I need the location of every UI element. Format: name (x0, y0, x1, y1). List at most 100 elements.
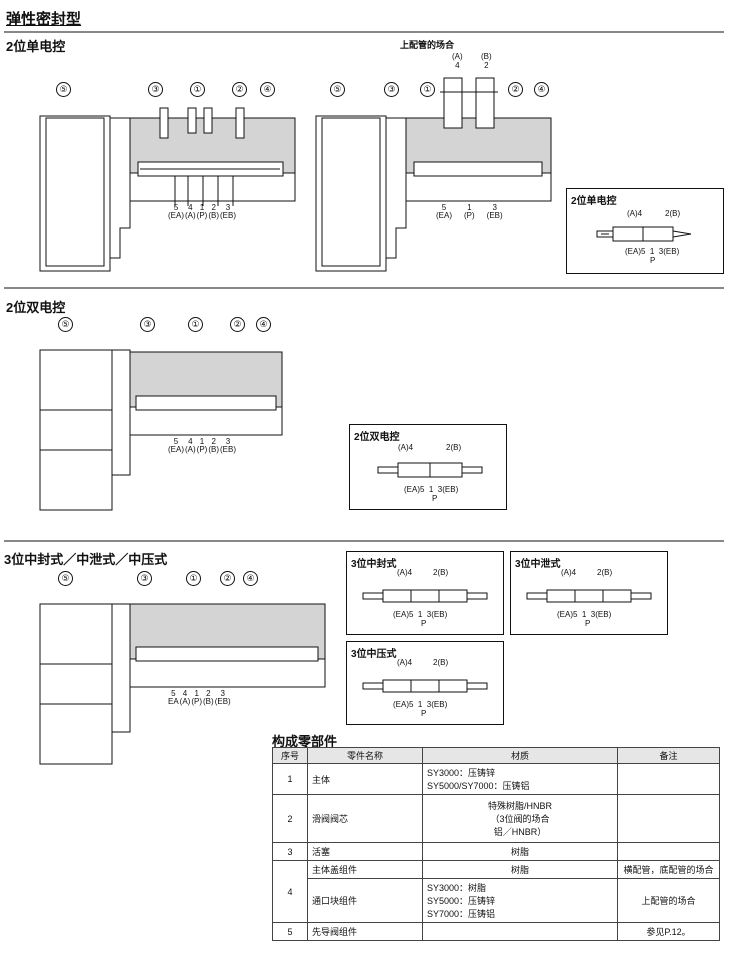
row-note (617, 842, 720, 861)
callout-3: ③ (148, 82, 163, 97)
symbol-p: P (650, 256, 656, 265)
symbol-double-title: 2位双电控 (354, 432, 400, 443)
symbol-pressure-title: 3位中压式 (351, 649, 397, 660)
symbol-closed-a: (A)4 (397, 568, 413, 577)
row-name: 活塞 (307, 842, 423, 861)
col-name: 零件名称 (307, 747, 423, 764)
table-row: 3 活塞 树脂 (272, 842, 720, 861)
callout-4b: ④ (534, 82, 549, 97)
symbol-closed-bottom: (EA)5 1 3(EB) (393, 610, 448, 619)
section-double-title: 2位双电控 (6, 300, 66, 315)
symbol-pressure-b: 2(B) (433, 658, 449, 667)
callout-2b: ② (508, 82, 523, 97)
symbol-pressure-box: 3位中压式 (A)4 2(B) (EA)5 1 3(EB) P (346, 641, 504, 725)
double-port-labels: 5 (EA) 4 (A) 1 (P) 2 (B) 3 (EB) (168, 437, 237, 454)
callout-5: ⑤ (56, 82, 71, 97)
symbol-pressure-p: P (421, 709, 427, 718)
row-no: 5 (272, 922, 308, 941)
symbol-double-b: 2(B) (446, 443, 462, 452)
port-b-top-label: (B)2 (481, 52, 492, 70)
table-row: 4 主体盖组件 树脂 横配管，底配管的场合 (272, 860, 720, 923)
symbol-exhaust-a: (A)4 (561, 568, 577, 577)
symbol-exhaust-b: 2(B) (597, 568, 613, 577)
symbol-bottom-ports: (EA)5 1 3(EB) (625, 247, 680, 256)
callout-4d: ④ (243, 571, 258, 586)
symbol-single-title: 2位单电控 (571, 196, 617, 207)
symbol-pressure-bottom: (EA)5 1 3(EB) (393, 700, 448, 709)
symbol-closed-box: 3位中封式 (A)4 2(B) (EA)5 1 3(EB) P (346, 551, 504, 635)
row-note: 参见P.12。 (617, 922, 720, 941)
symbol-pressure-drawing (362, 679, 488, 693)
row-note (617, 794, 720, 843)
symbol-exhaust-bottom: (EA)5 1 3(EB) (557, 610, 612, 619)
symbol-b-port: 2(B) (665, 209, 681, 218)
callout-1c: ① (188, 317, 203, 332)
top-piping-note: 上配管的场合 (400, 40, 455, 50)
callout-1d: ① (186, 571, 201, 586)
single-right-port-labels: 5 (EA) 1 (P) 3 (EB) (436, 203, 503, 220)
callout-2d: ② (220, 571, 235, 586)
row-no: 2 (272, 794, 308, 843)
valve-single-top-piping (315, 77, 552, 272)
col-material: 材质 (422, 747, 618, 764)
section-single-title: 2位单电控 (6, 39, 66, 54)
callout-4c: ④ (256, 317, 271, 332)
row-no: 1 (272, 763, 308, 795)
row-material: 树脂 (422, 860, 618, 879)
row-name: 先导阀组件 (307, 922, 423, 941)
page-title: 弹性密封型 (6, 11, 82, 28)
callout-3b: ③ (384, 82, 399, 97)
symbol-exhaust-title: 3位中泄式 (515, 559, 561, 570)
callout-4: ④ (260, 82, 275, 97)
row-note: 上配管的场合 (617, 878, 720, 923)
valve-double-section (39, 349, 283, 511)
symbol-closed-b: 2(B) (433, 568, 449, 577)
rule-3 (4, 540, 724, 542)
symbol-pressure-a: (A)4 (397, 658, 413, 667)
port-a-top-label: (A)4 (452, 52, 463, 70)
symbol-double-drawing (377, 462, 483, 478)
table-row: 2 滑阀阀芯 特殊树脂/HNBR（3位阀的场合铝／HNBR） (272, 794, 720, 843)
symbol-double-box: 2位双电控 (A)4 2(B) (EA)5 1 3(EB) P (349, 424, 507, 510)
row-name: 通口块组件 (307, 878, 423, 923)
symbol-exhaust-box: 3位中泄式 (A)4 2(B) (EA)5 1 3(EB) P (510, 551, 668, 635)
symbol-double-p: P (432, 494, 438, 503)
symbol-exhaust-p: P (585, 619, 591, 628)
row-no: 3 (272, 842, 308, 861)
symbol-exhaust-drawing (526, 589, 652, 603)
symbol-a-port: (A)4 (627, 209, 643, 218)
col-note: 备注 (617, 747, 720, 764)
symbol-single-box: 2位单电控 (A)4 2(B) (EA)5 1 3(EB) P (566, 188, 724, 274)
row-material (422, 922, 618, 941)
valve-three-section (39, 603, 326, 765)
single-left-port-labels: 5 (EA) 4 (A) 1 (P) 2 (B) 3 (EB) (168, 203, 237, 220)
row-name: 主体 (307, 763, 423, 795)
callout-1b: ① (420, 82, 435, 97)
row-material: 树脂 (422, 842, 618, 861)
three-port-labels: 5 EA 4 (A) 1 (P) 2 (B) 3 (EB) (168, 689, 231, 706)
table-row: 5 先导阀组件 参见P.12。 (272, 922, 720, 941)
callout-3c: ③ (140, 317, 155, 332)
row-note: 横配管，底配管的场合 (617, 860, 720, 879)
symbol-double-a: (A)4 (398, 443, 414, 452)
callout-2: ② (232, 82, 247, 97)
parts-title: 构成零部件 (272, 734, 338, 749)
symbol-closed-p: P (421, 619, 427, 628)
row-name: 主体盖组件 (307, 860, 423, 879)
callout-5d: ⑤ (58, 571, 73, 586)
row-no-group: 4 (272, 860, 308, 923)
callout-2c: ② (230, 317, 245, 332)
callout-5b: ⑤ (330, 82, 345, 97)
section-three-title: 3位中封式／中泄式／中压式 (4, 552, 168, 567)
col-no: 序号 (272, 747, 308, 764)
symbol-closed-title: 3位中封式 (351, 559, 397, 570)
rule-2 (4, 287, 724, 289)
valve-single-section (39, 107, 296, 272)
symbol-double-bottom: (EA)5 1 3(EB) (404, 485, 459, 494)
row-name: 滑阀阀芯 (307, 794, 423, 843)
title-rule (4, 31, 724, 33)
